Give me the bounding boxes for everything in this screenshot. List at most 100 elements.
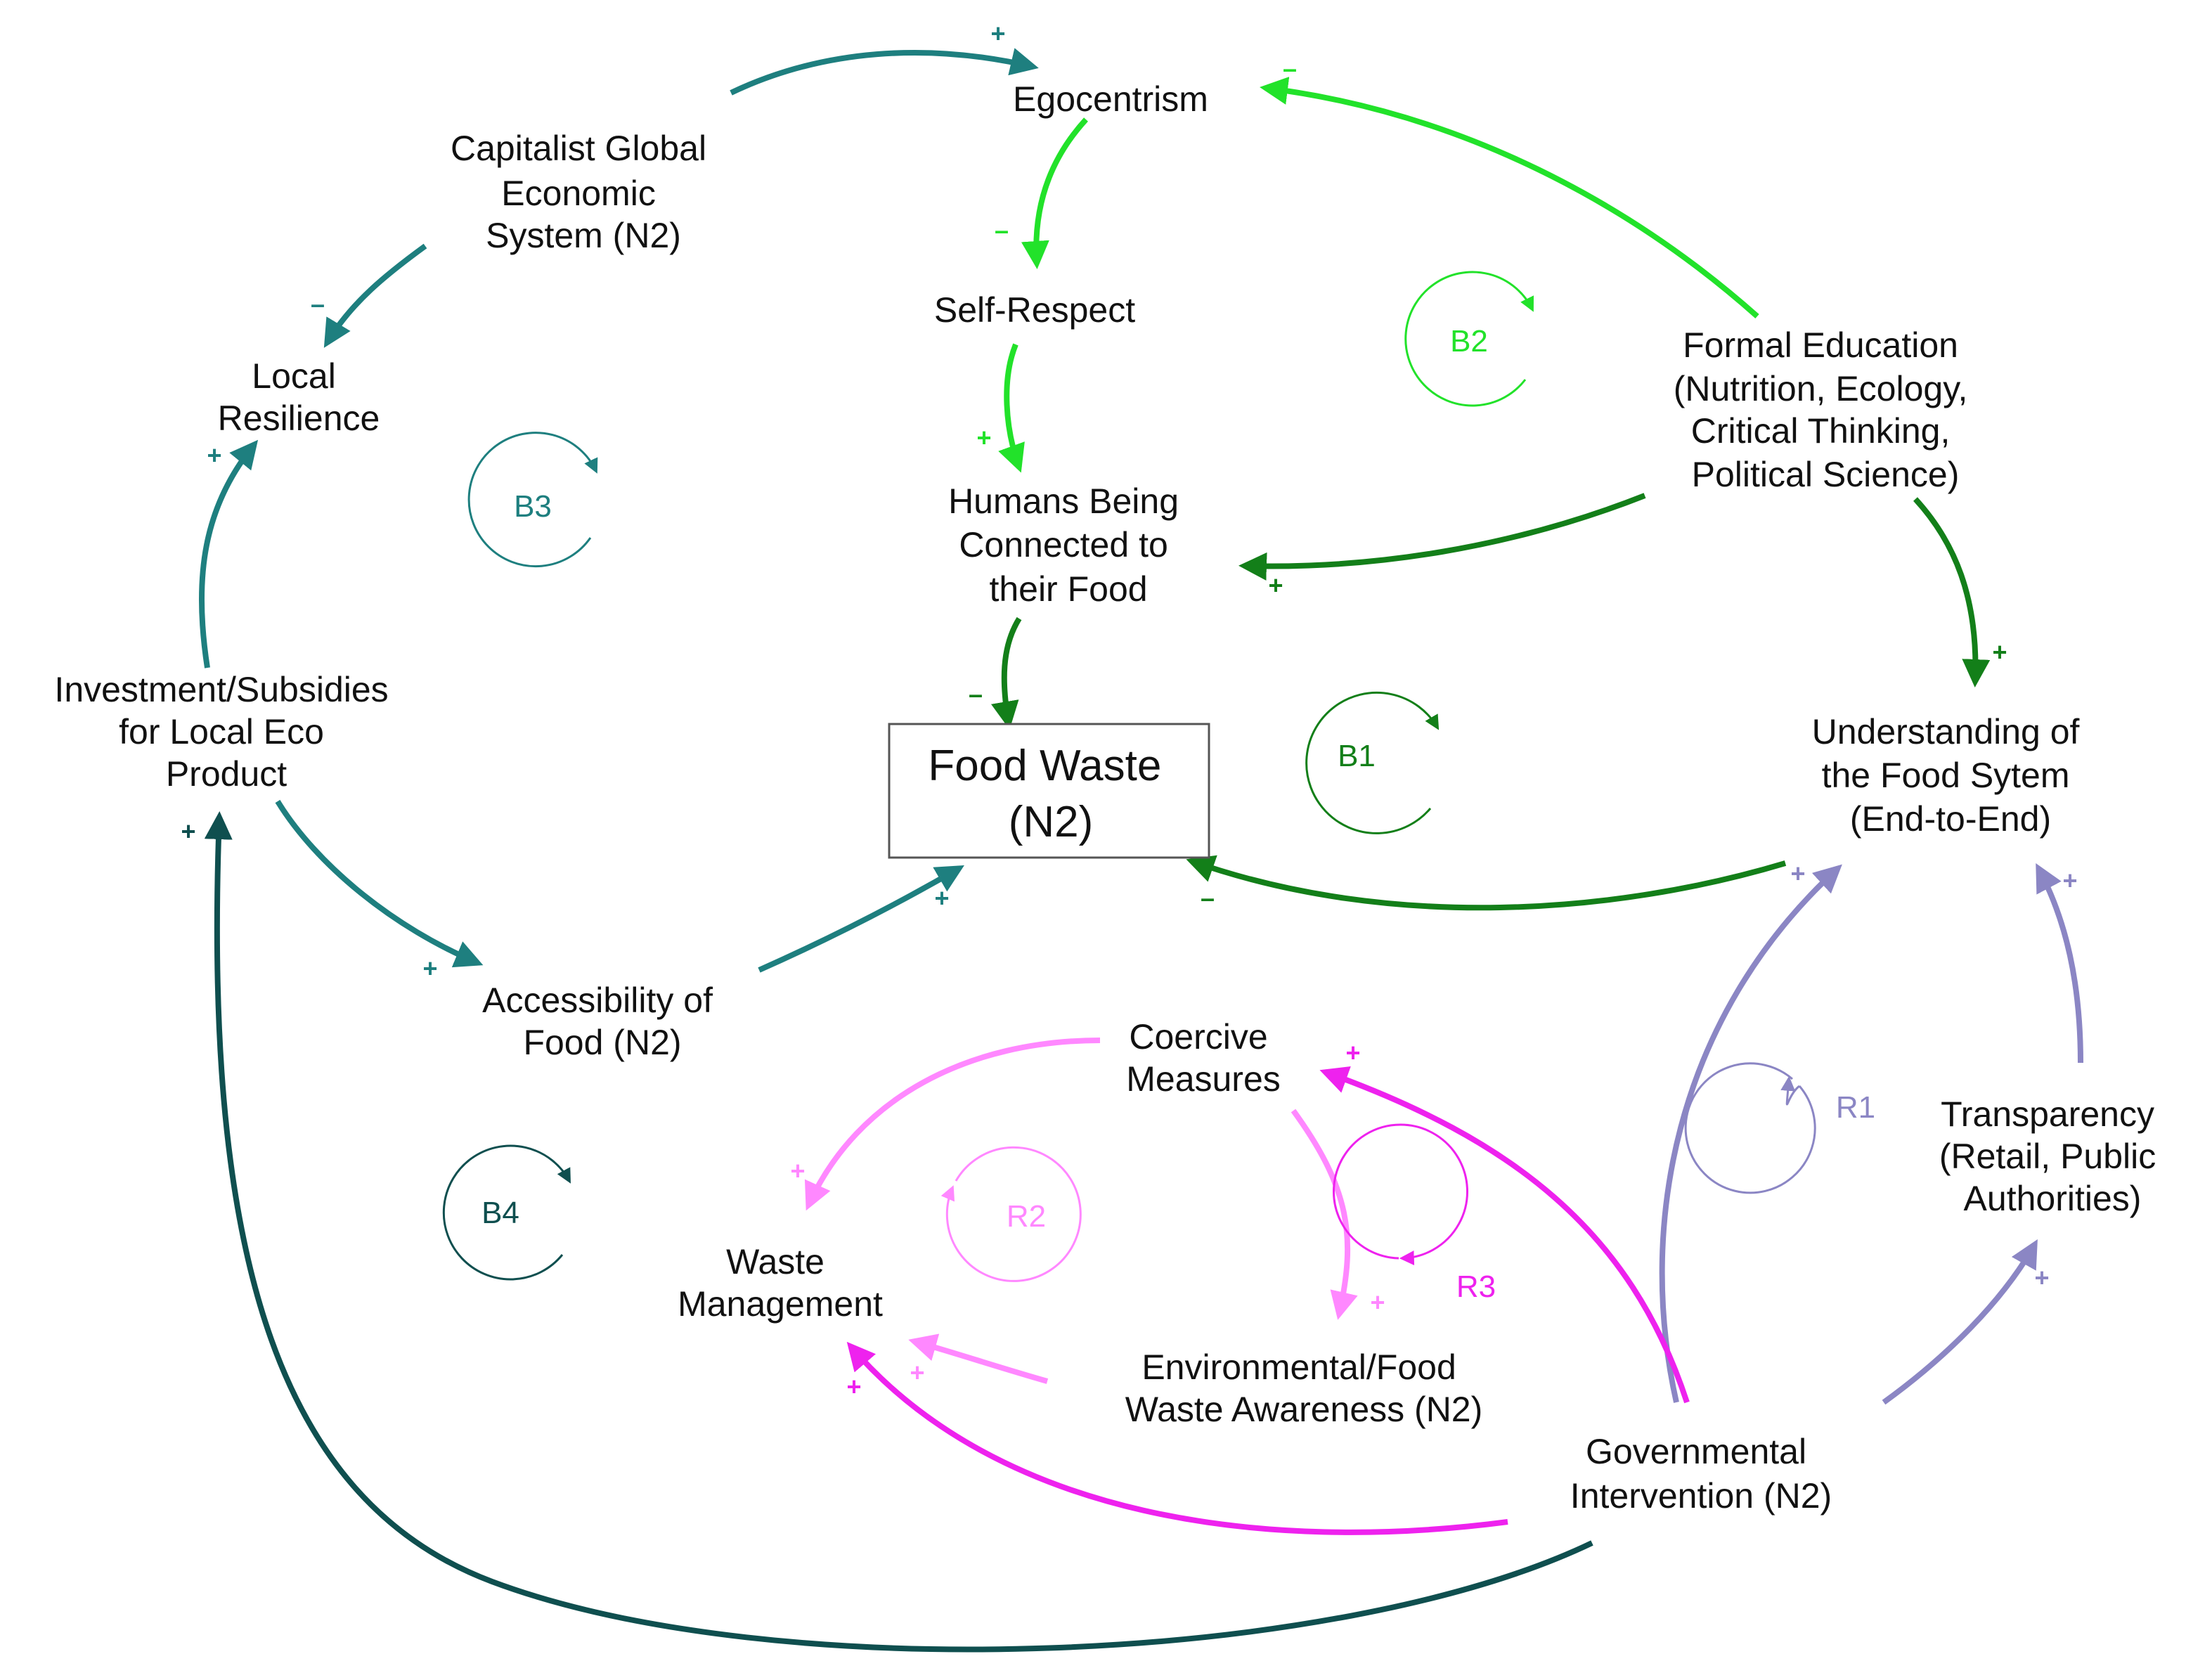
polarity-governmental-investment: + [181,817,195,846]
node-governmental-line-1: Governmental [1586,1432,1806,1471]
node-food-waste: Food Waste (N2) [888,723,1210,859]
edge-formal-education-to-egocentrism [1260,77,1759,318]
node-governmental-line-2: Intervention (N2) [1570,1476,1832,1516]
node-investment-line-2: for Local Eco [119,712,324,751]
loop-r3: R3 [1333,1123,1496,1304]
node-awareness-line-1: Environmental/Food [1141,1348,1456,1387]
polarity-investment-resilience: + [207,441,221,470]
node-capitalist-global-economic-system: Capitalist Global Economic System (N2) [451,129,716,255]
loop-b2-label: B2 [1450,324,1488,358]
node-self-respect: Self-Respect [934,290,1135,330]
edge-egocentrism-to-self-respect [1021,117,1088,269]
loop-r1-label: R1 [1836,1090,1875,1125]
node-formal-education: Formal Education (Nutrition, Ecology, Cr… [1674,325,1978,494]
polarity-education-understanding: + [1992,638,2007,666]
edge-investment-to-accessibility [275,799,484,968]
loop-b3-circle [467,432,598,568]
edge-investment-to-local-resilience [198,439,259,668]
loop-r1: R1 [1684,1062,1875,1194]
edge-understanding-to-food-waste [1186,855,1787,911]
polarity-awareness-waste: + [910,1358,924,1387]
polarity-education-egocentrism: – [1283,54,1297,83]
food-waste-box [888,723,1210,859]
edge-coercive-to-waste-management [804,1038,1101,1211]
polarity-governmental-transparency: + [2034,1263,2049,1292]
edge-capitalist-to-egocentrism [730,48,1039,96]
node-food-waste-line-1: Food Waste [928,742,1161,790]
polarity-governmental-waste: + [846,1372,861,1401]
node-local-resilience-line-2: Resilience [218,399,380,438]
node-awareness-line-2: Waste Awareness (N2) [1125,1390,1483,1429]
node-humans-connected-line-1: Humans Being [948,482,1179,521]
loop-b1-circle [1305,691,1440,834]
edge-humans-connected-to-food-waste [991,616,1022,730]
node-understanding-line-1: Understanding of [1812,712,2080,751]
loop-r2-circle [940,1146,1082,1282]
polarity-governmental-understanding: + [1790,859,1805,888]
node-coercive-measures: Coercive Measures [1126,1017,1281,1099]
node-humans-connected-line-2: Connected to [959,525,1168,564]
node-food-waste-label: Food Waste (N2) [928,742,1173,846]
edge-formal-education-to-understanding [1913,497,1991,687]
polarity-transparency-understanding: + [2062,866,2077,895]
causal-links [198,48,2083,1653]
edge-governmental-to-waste-management [846,1341,1508,1535]
node-waste-management-line-1: Waste [726,1242,824,1281]
loop-b1: B1 [1305,691,1440,834]
loop-b4: B4 [442,1144,571,1281]
node-understanding-food-system: Understanding of the Food Sytem (End-to-… [1812,712,2090,839]
node-humans-connected-line-3: their Food [989,569,1147,609]
polarity-governmental-coercive: + [1345,1038,1360,1067]
node-capitalist-line-1: Capitalist Global [451,129,706,168]
node-accessibility-line-2: Food (N2) [523,1023,681,1062]
edge-coercive-to-awareness [1291,1109,1358,1320]
edge-governmental-to-coercive [1319,1066,1690,1404]
node-local-resilience-line-1: Local [252,356,336,396]
node-coercive-line-2: Measures [1126,1059,1281,1099]
polarity-egocentrism-selfrespect: – [995,216,1009,245]
node-accessibility-of-food: Accessibility of Food (N2) [482,981,723,1062]
edge-accessibility-to-food-waste [758,865,964,973]
loop-r2: R2 [940,1146,1082,1282]
polarity-education-humans: + [1268,571,1283,600]
edge-governmental-to-transparency [1882,1239,2038,1405]
node-accessibility-line-1: Accessibility of [482,981,713,1020]
node-formal-education-line-1: Formal Education [1683,325,1958,365]
polarity-investment-accessibility: + [422,954,437,983]
node-formal-education-line-4: Political Science) [1692,455,1960,494]
node-investment-line-3: Product [166,754,287,794]
node-investment-line-1: Investment/Subsidies [54,670,388,709]
node-understanding-line-2: the Food Sytem [1822,756,2070,795]
node-governmental-intervention: Governmental Intervention (N2) [1570,1432,1832,1516]
node-local-resilience: Local Resilience [218,356,380,438]
polarity-capitalist-resilience: – [311,290,325,318]
edge-governmental-to-investment [204,811,1593,1653]
loop-b4-label: B4 [481,1196,519,1230]
node-capitalist-line-3: System (N2) [486,216,681,255]
edge-formal-education-to-humans-connected [1238,493,1646,581]
loop-b3-label: B3 [514,489,552,524]
loop-b2-circle [1404,271,1534,407]
polarity-coercive-waste: + [790,1156,805,1185]
polarity-understanding-foodwaste: – [1201,884,1215,912]
polarity-accessibility-foodwaste: + [934,884,949,912]
polarity-signs: + – + + + + – – + + – + – + + + + + + + … [181,19,2077,1401]
node-transparency-line-2: (Retail, Public [1939,1137,2156,1176]
loop-b2: B2 [1404,271,1534,407]
loop-b1-label: B1 [1338,739,1376,773]
node-food-waste-line-2: (N2) [1009,798,1094,846]
polarity-selfrespect-humans: + [976,423,991,452]
node-environmental-awareness: Environmental/Food Waste Awareness (N2) [1125,1348,1483,1429]
loop-b4-circle [442,1144,571,1281]
loop-indicators: B1 B2 B3 B4 R1 R2 R3 [442,271,1875,1304]
polarity-capitalist-egocentrism: + [990,19,1005,48]
node-formal-education-line-2: (Nutrition, Ecology, [1674,369,1968,408]
edge-self-respect-to-humans-connected [998,343,1025,473]
loop-r3-circle [1333,1123,1468,1266]
loop-r2-label: R2 [1007,1199,1046,1234]
node-transparency: Transparency (Retail, Public Authorities… [1939,1094,2166,1218]
node-investment-subsidies: Investment/Subsidies for Local Eco Produ… [54,670,398,794]
node-egocentrism: Egocentrism [1013,79,1208,119]
node-waste-management-line-2: Management [678,1284,883,1324]
